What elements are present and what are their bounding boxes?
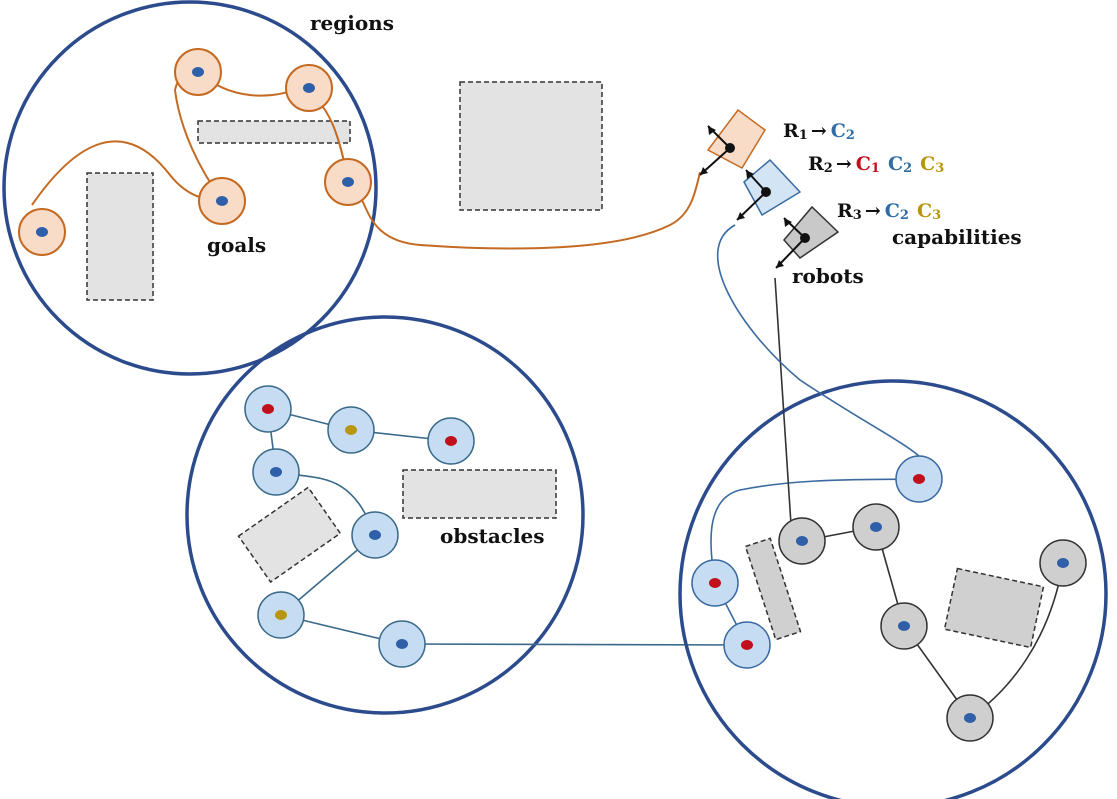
goal-dot (36, 227, 48, 237)
goal-dot (964, 713, 976, 723)
robot2-path (716, 224, 920, 457)
goal-dot (192, 67, 204, 77)
obstacle (237, 486, 342, 584)
region-boundary (2, 0, 378, 376)
region-middle: obstacles (185, 315, 748, 715)
obstacle (744, 537, 802, 641)
label-regions: regions (310, 11, 394, 35)
region-boundary (678, 379, 1108, 799)
goal-dot (270, 467, 282, 477)
goal-dot (342, 177, 354, 187)
robot-body (706, 108, 766, 169)
goal-dot (898, 621, 910, 631)
region-top-left: regions goals (2, 0, 701, 376)
goal-dot (870, 522, 882, 532)
robot-3 (775, 205, 840, 269)
goal-dot (709, 578, 721, 588)
robot-body (743, 158, 802, 217)
robot-2 (736, 158, 802, 221)
label-obstacles: obstacles (440, 524, 545, 548)
obstacle (402, 469, 557, 519)
region-boundary (185, 315, 585, 715)
label-robots: robots (792, 264, 864, 288)
goal-dot (216, 196, 228, 206)
goal-dot (369, 530, 381, 540)
label-capabilities: capabilities (892, 225, 1022, 249)
obstacle (943, 567, 1045, 649)
obstacle (86, 172, 154, 301)
goal-dot (303, 83, 315, 93)
goal-dot (345, 425, 357, 435)
goal-dot (445, 436, 457, 446)
goal-dot (796, 536, 808, 546)
robot1-path (31, 70, 701, 250)
region-bottom-right (678, 277, 1108, 799)
robot-name: R (783, 120, 799, 142)
goal-dot (1057, 558, 1069, 568)
label-goals: goals (207, 233, 266, 257)
goal-dot (262, 404, 274, 414)
robot-1 (699, 108, 766, 176)
obstacle (197, 120, 351, 144)
robot1-capability-row: R1→C2 (783, 120, 855, 143)
obstacle (459, 81, 603, 211)
goal-dot (275, 610, 287, 620)
goal-dot (396, 639, 408, 649)
goal-dot (741, 640, 753, 650)
goal-dot (913, 474, 925, 484)
